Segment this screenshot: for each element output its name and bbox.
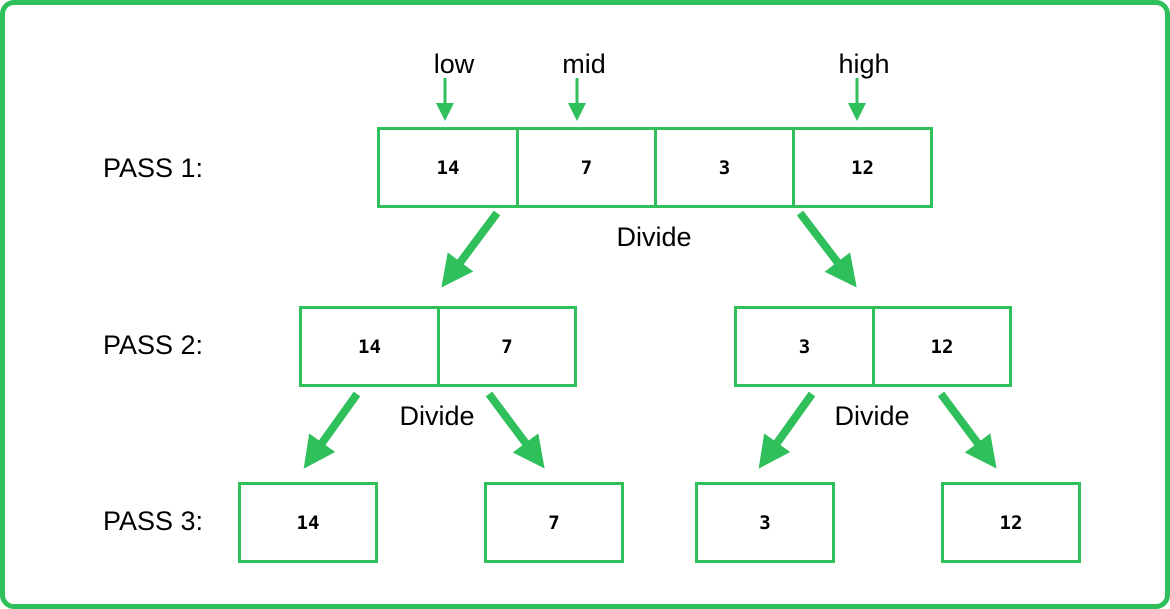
divide-label-right: Divide <box>834 401 910 431</box>
pointer-low-label: low <box>433 49 475 79</box>
array-cell: 14 <box>238 482 378 563</box>
pointer-mid-label: mid <box>562 49 606 79</box>
array-cell: 7 <box>437 306 577 387</box>
array-cell: 7 <box>484 482 624 563</box>
array-cell: 12 <box>941 482 1081 563</box>
divide-arrow <box>485 391 545 469</box>
pointer-high-label: high <box>838 49 890 79</box>
pass-1-label: PASS 1: <box>103 153 204 183</box>
divide-arrow <box>303 391 361 469</box>
divide-arrow <box>937 391 997 469</box>
array-cell: 3 <box>695 482 835 563</box>
array-cell: 3 <box>654 127 795 208</box>
divide-arrow <box>441 210 501 288</box>
divide-arrow <box>796 210 857 288</box>
divide-arrow <box>758 391 816 469</box>
array-cell: 12 <box>872 306 1012 387</box>
pass-3-label: PASS 3: <box>103 506 204 536</box>
array-cell: 3 <box>734 306 875 387</box>
pass-2-label: PASS 2: <box>103 330 204 360</box>
divide-label-pass-1: Divide <box>616 222 692 252</box>
array-cell: 12 <box>792 127 933 208</box>
divide-label-left: Divide <box>399 401 475 431</box>
